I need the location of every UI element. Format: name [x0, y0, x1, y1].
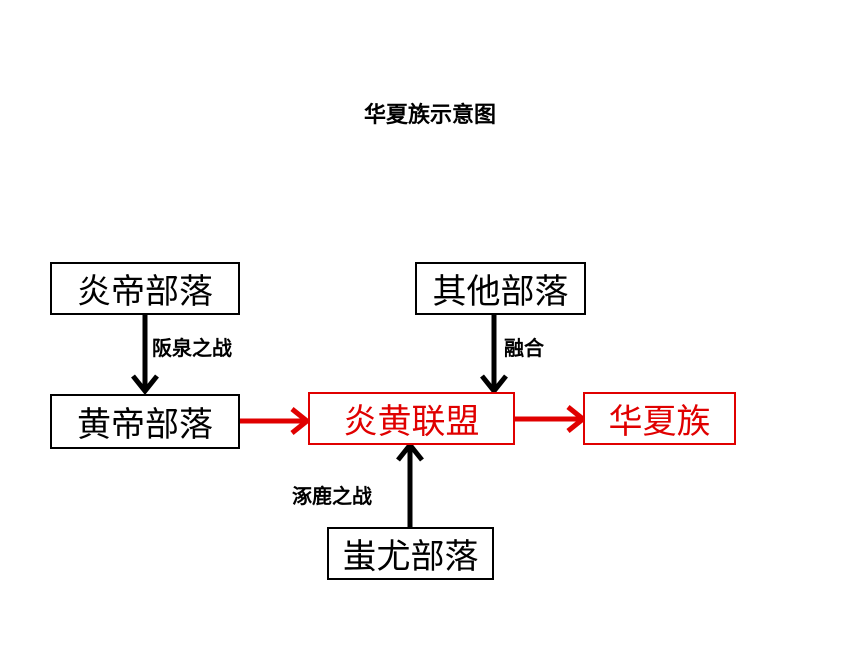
node-chiyou: 蚩尤部落 — [327, 527, 494, 580]
diagram-title: 华夏族示意图 — [363, 103, 496, 128]
arrow-yandi-to-huangdi — [131, 315, 159, 396]
node-yandi: 炎帝部落 — [50, 262, 240, 315]
edge-label-zhuolu: 涿鹿之战 — [292, 484, 372, 508]
arrow-yanhuang-to-huaxia — [514, 405, 588, 433]
arrow-qita-to-yanhuang — [480, 315, 508, 396]
node-huaxia: 华夏族 — [583, 392, 736, 445]
arrow-huangdi-to-yanhuang — [238, 407, 312, 435]
edge-label-ronghe: 融合 — [504, 336, 544, 360]
node-yanhuang: 炎黄联盟 — [308, 392, 515, 445]
arrow-chiyou-to-yanhuang — [396, 440, 424, 527]
node-huangdi: 黄帝部落 — [50, 394, 240, 449]
edge-label-banquan: 阪泉之战 — [152, 336, 232, 360]
node-qita: 其他部落 — [415, 262, 586, 315]
